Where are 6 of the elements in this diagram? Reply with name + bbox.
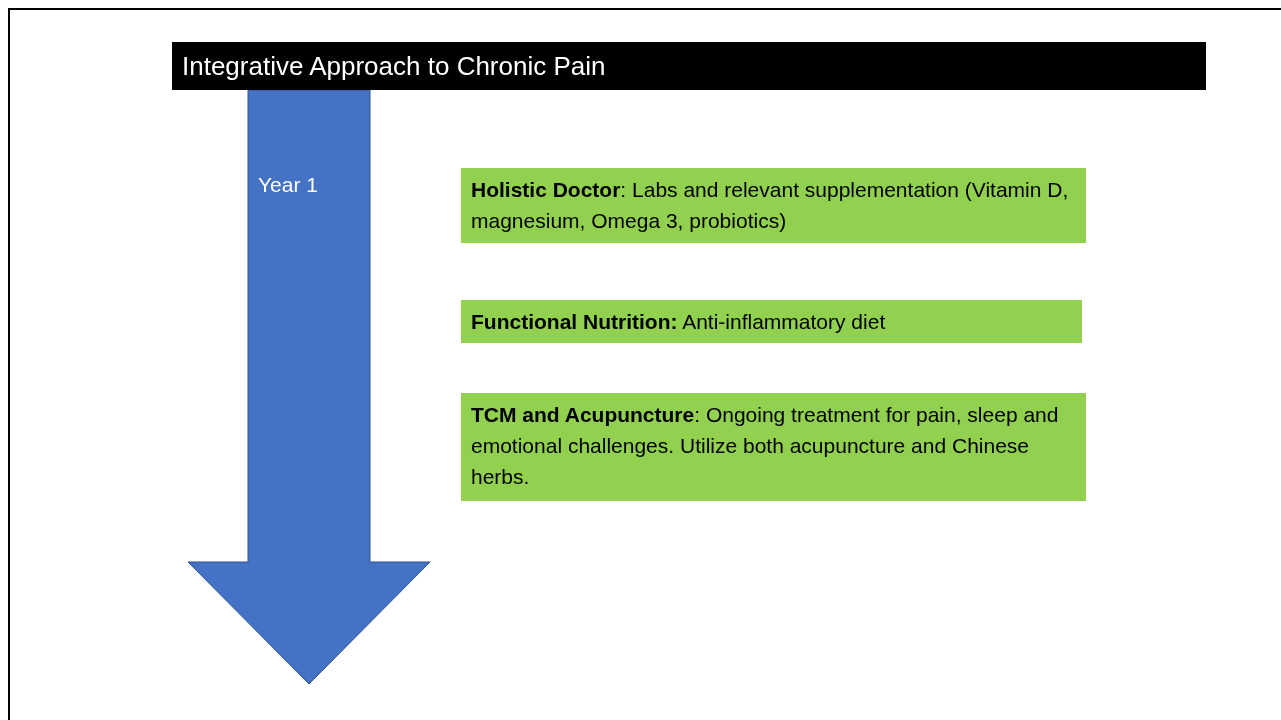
info-box: TCM and Acupuncture: Ongoing treatment for pain, sleep and emotional challenges. Utilize both acupuncture and Chinese herbs. [461, 393, 1086, 501]
arrow-label: Year 1 [258, 172, 318, 198]
down-arrow [188, 90, 430, 684]
title-bar: Integrative Approach to Chronic Pain [172, 42, 1206, 90]
info-box: Functional Nutrition: Anti-inflammatory diet [461, 300, 1082, 343]
info-box: Holistic Doctor: Labs and relevant supplementation (Vitamin D, magnesium, Omega 3, probiotics) [461, 168, 1086, 243]
